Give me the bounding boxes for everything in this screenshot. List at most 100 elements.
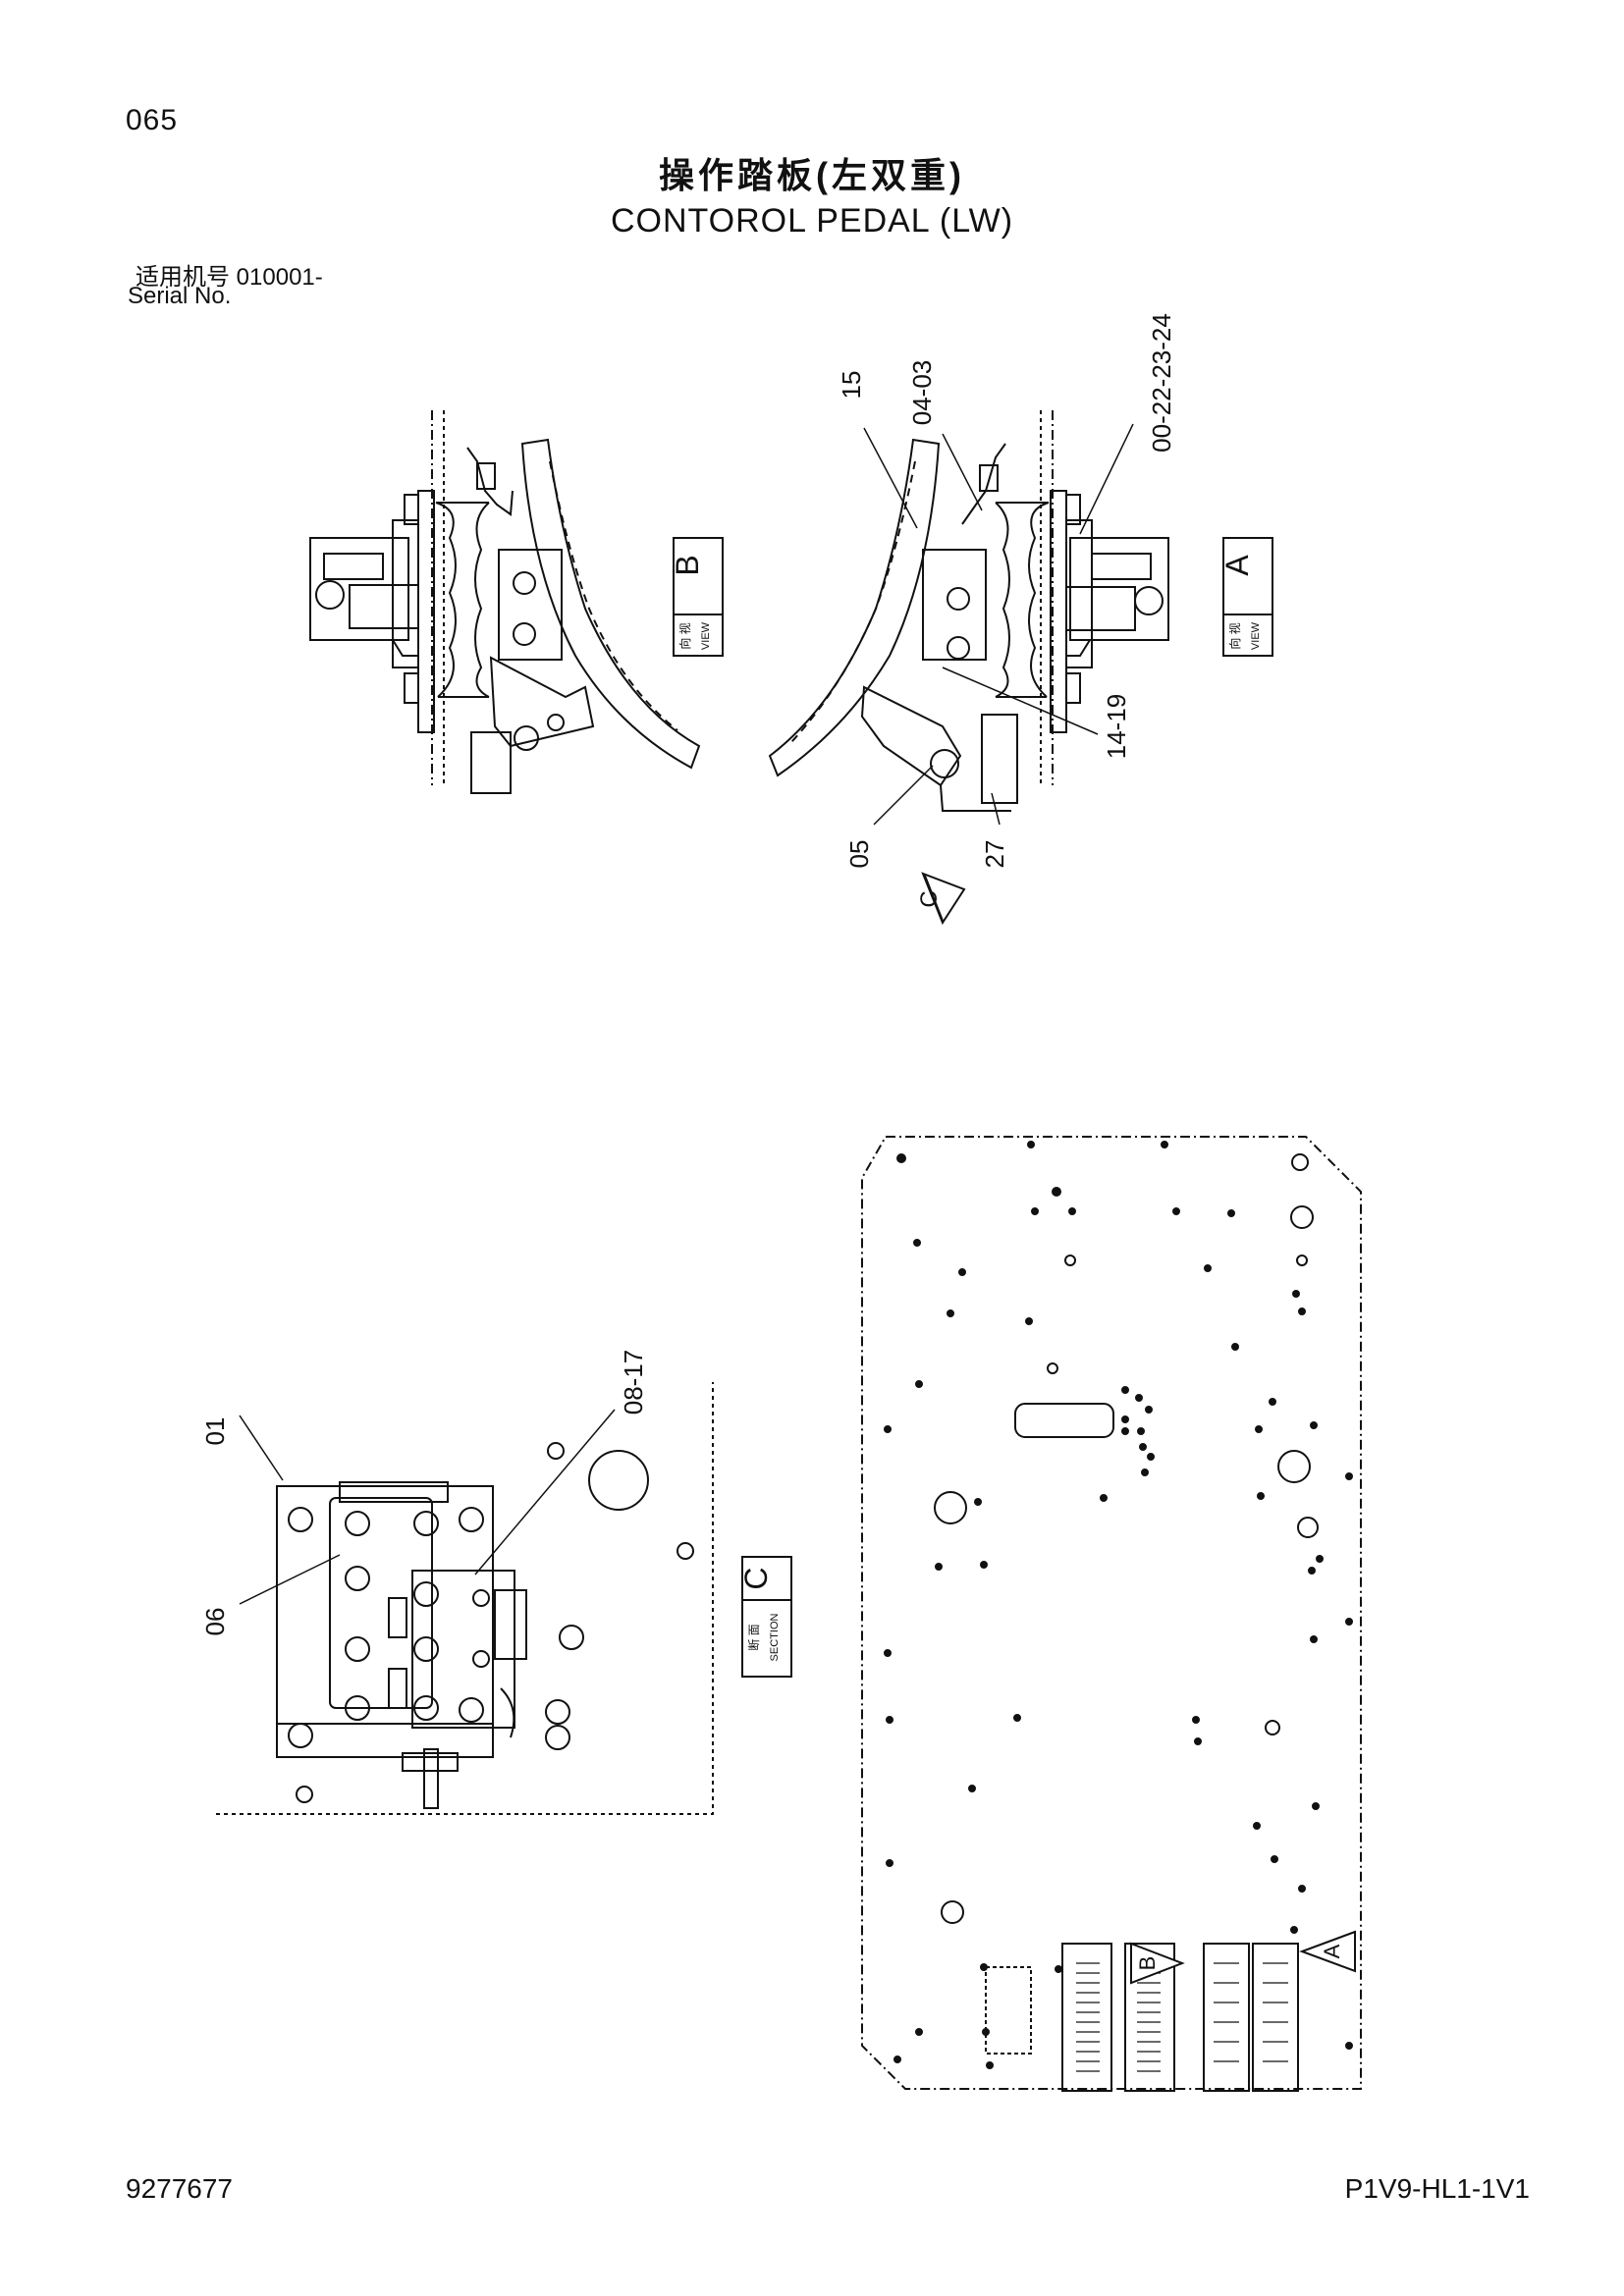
serial-number-line: 适用机号 010001-: [135, 257, 323, 292]
callout-06: 06: [200, 1608, 230, 1636]
mounting-hole: [1068, 1207, 1076, 1215]
mounting-hole: [958, 1268, 966, 1276]
mounting-hole: [884, 1425, 892, 1433]
mounting-hole: [1298, 1308, 1306, 1315]
arrow-b-label: B: [1135, 1956, 1160, 1971]
mounting-hole: [1025, 1317, 1033, 1325]
mounting-hole: [1194, 1737, 1202, 1745]
mounting-hole: [886, 1859, 893, 1867]
callout-08-17: 08-17: [619, 1350, 648, 1415]
view-a-letter: A: [1219, 555, 1255, 576]
sheet-code: P1V9-HL1-1V1: [1344, 2173, 1530, 2204]
view-a-cn: 向 视: [1227, 622, 1242, 649]
view-b-cn: 向 视: [677, 622, 692, 649]
title-chinese: 操作踏板(左双重): [659, 155, 965, 195]
mounting-hole: [1121, 1386, 1129, 1394]
mounting-hole: [1298, 1885, 1306, 1893]
mounting-hole: [1271, 1855, 1278, 1863]
mounting-hole: [1055, 1965, 1062, 1973]
mounting-hole: [974, 1498, 982, 1506]
floor-plate-holes: [884, 1141, 1353, 2069]
mounting-hole: [1100, 1494, 1108, 1502]
mounting-hole: [884, 1649, 892, 1657]
callout-27: 27: [980, 840, 1009, 869]
mounting-hole: [886, 1716, 893, 1724]
mounting-hole: [1269, 1398, 1276, 1406]
mounting-hole: [1231, 1343, 1239, 1351]
view-b-en: VIEW: [700, 621, 712, 650]
view-a-label: A 向 视 VIEW: [1219, 537, 1273, 657]
mounting-hole: [1161, 1141, 1168, 1148]
mounting-hole: [968, 1785, 976, 1792]
section-c-drawing: [216, 1382, 714, 1815]
section-arrow-c: C: [916, 890, 943, 907]
arrow-a-label: A: [1320, 1944, 1344, 1958]
view-a-en: VIEW: [1250, 621, 1262, 650]
mounting-hole: [934, 1491, 967, 1524]
section-c-letter: C: [738, 1567, 774, 1589]
view-b-drawing: [309, 410, 701, 794]
mounting-hole: [1297, 1517, 1319, 1538]
section-c-cn: 断 面: [746, 1624, 761, 1650]
mounting-hole: [1052, 1187, 1061, 1197]
mounting-hole: [1308, 1567, 1316, 1575]
callout-05: 05: [844, 840, 874, 869]
mounting-hole: [1291, 1153, 1309, 1171]
section-c-callouts: 01 08-17 06: [200, 1350, 648, 1636]
view-b-letter: B: [670, 555, 705, 575]
mounting-hole: [1227, 1209, 1235, 1217]
mounting-hole: [1255, 1425, 1263, 1433]
mounting-hole: [915, 2028, 923, 2036]
mounting-hole: [1290, 1926, 1298, 1934]
mounting-hole: [1316, 1555, 1324, 1563]
mounting-hole: [1047, 1362, 1058, 1374]
mounting-hole: [1027, 1141, 1035, 1148]
mounting-hole: [1204, 1264, 1212, 1272]
mounting-hole: [1265, 1720, 1280, 1735]
mounting-hole: [1253, 1822, 1261, 1830]
mounting-hole: [915, 1380, 923, 1388]
mounting-hole: [980, 1561, 988, 1569]
mounting-hole: [1345, 2042, 1353, 2050]
mounting-hole: [1137, 1427, 1145, 1435]
mounting-hole: [1296, 1255, 1308, 1266]
mounting-hole: [1031, 1207, 1039, 1215]
mounting-hole: [1147, 1453, 1155, 1461]
callout-15: 15: [837, 371, 866, 400]
mounting-hole: [1345, 1472, 1353, 1480]
mounting-hole: [1121, 1427, 1129, 1435]
mounting-hole: [1139, 1443, 1147, 1451]
mounting-hole: [1064, 1255, 1076, 1266]
mounting-hole: [986, 2061, 994, 2069]
floor-plate-drawing: B A: [861, 1136, 1362, 2092]
mounting-hole: [1013, 1714, 1021, 1722]
mounting-hole: [1141, 1468, 1149, 1476]
mounting-hole: [1121, 1415, 1129, 1423]
mounting-hole: [893, 2056, 901, 2063]
mounting-hole: [1310, 1421, 1318, 1429]
mounting-hole: [1172, 1207, 1180, 1215]
mounting-hole: [947, 1309, 954, 1317]
callout-04-03: 04-03: [907, 360, 937, 426]
view-a-drawing: [768, 410, 1169, 812]
section-c-label: C 断 面 SECTION: [738, 1556, 792, 1678]
mounting-hole: [1345, 1618, 1353, 1626]
mounting-hole: [1312, 1802, 1320, 1810]
mounting-hole: [1192, 1716, 1200, 1724]
mounting-hole: [1277, 1450, 1311, 1483]
serial-value: 010001-: [236, 264, 323, 291]
mounting-hole: [935, 1563, 943, 1571]
mounting-hole: [1135, 1394, 1143, 1402]
view-b-label: B 向 视 VIEW: [670, 537, 724, 657]
mounting-hole: [913, 1239, 921, 1247]
serial-label-en: Serial No.: [128, 283, 232, 309]
mounting-hole: [1290, 1205, 1314, 1229]
mounting-hole: [1310, 1635, 1318, 1643]
view-a-callouts: 15 04-03 00-22-23-24 14-19 05 27 C: [837, 313, 1176, 926]
callout-00-24: 00-22-23-24: [1147, 313, 1176, 453]
mounting-hole: [896, 1153, 906, 1163]
mounting-hole: [1292, 1290, 1300, 1298]
document-number: 9277677: [126, 2173, 234, 2204]
page-number: 065: [126, 104, 179, 136]
